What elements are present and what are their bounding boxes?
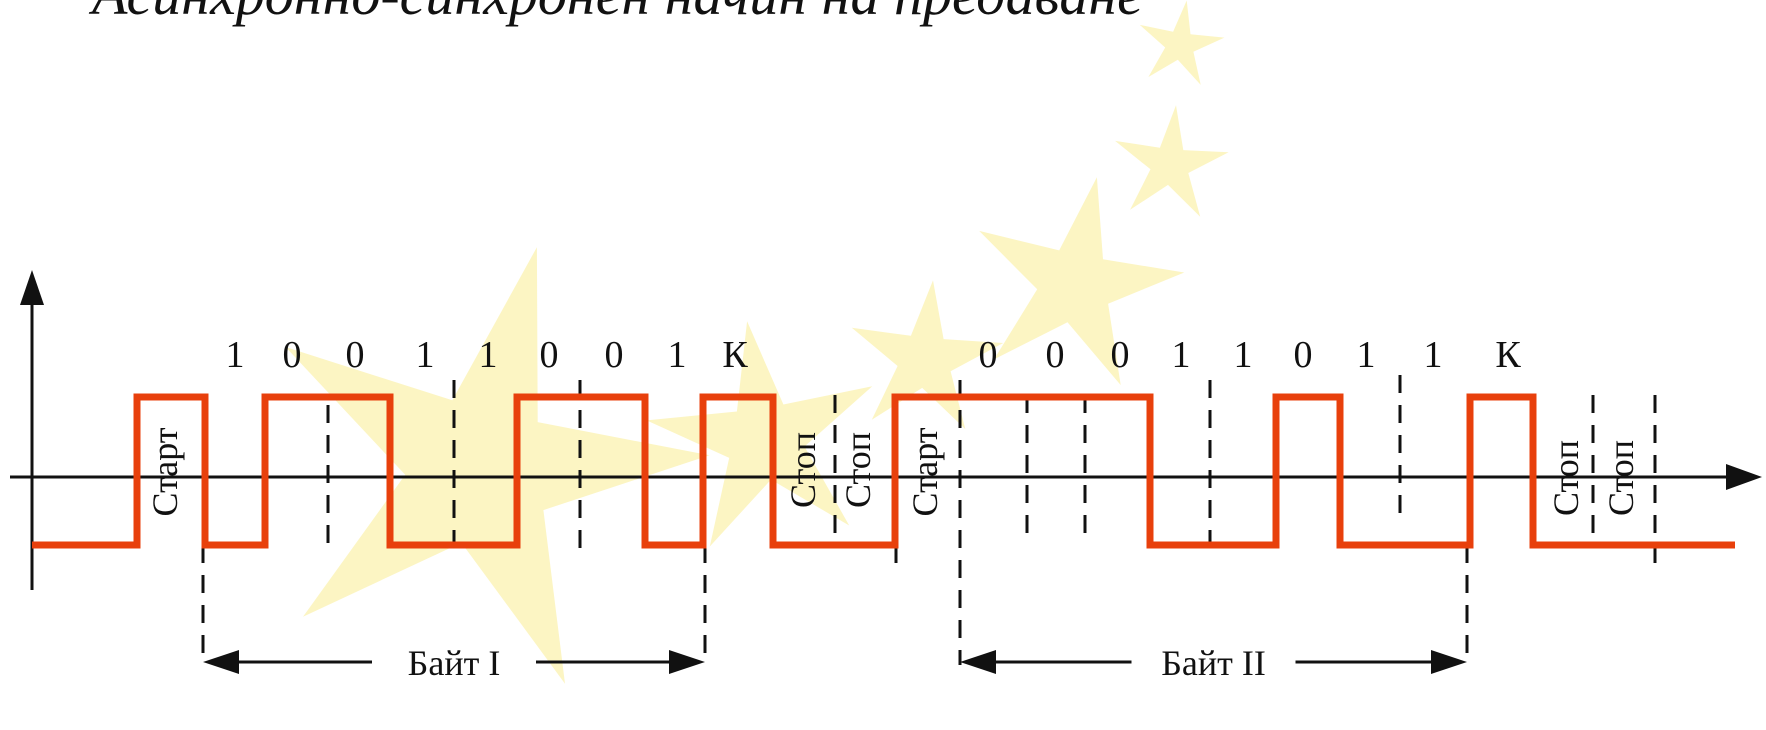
watermark-star-icon: [285, 247, 710, 684]
arrow-right-icon: [669, 650, 705, 674]
bit-label: 1: [1424, 334, 1443, 376]
start-label: Старт: [905, 427, 945, 516]
watermark-star-icon: [851, 280, 1004, 430]
signal-waveform: [32, 393, 1735, 549]
bit-label: 1: [1357, 334, 1376, 376]
stop-label: Стоп: [1546, 440, 1586, 516]
check-bit-label: К: [722, 334, 748, 376]
stop-label: Стоп: [838, 432, 878, 508]
arrow-left-icon: [960, 650, 996, 674]
bit-label: 0: [346, 334, 365, 376]
bit-label: 0: [1111, 334, 1130, 376]
watermark-star-icon: [979, 177, 1185, 386]
bit-label: 1: [668, 334, 687, 376]
bit-label: 1: [1234, 334, 1253, 376]
watermark-stars: [285, 0, 1229, 684]
byte-1-span-label: Байт I: [408, 643, 501, 683]
bit-label: 0: [605, 334, 624, 376]
bit-label: 0: [1294, 334, 1313, 376]
page-title: Асинхронно-синхронен начин на предаване: [92, 0, 1143, 24]
byte-spans: Байт I Байт II: [203, 643, 1467, 683]
y-axis-arrow-icon: [20, 270, 44, 305]
bit-label: 1: [416, 334, 435, 376]
stop-label: Стоп: [783, 432, 823, 508]
watermark-star-icon: [1139, 0, 1225, 85]
bit-label: 1: [226, 334, 245, 376]
start-label: Старт: [145, 427, 185, 516]
stop-label: Стоп: [1601, 440, 1641, 516]
check-bit-label: К: [1495, 334, 1521, 376]
arrow-left-icon: [203, 650, 239, 674]
bit-label: 1: [479, 334, 498, 376]
arrow-right-icon: [1431, 650, 1467, 674]
bit-label: 0: [979, 334, 998, 376]
watermark-star-icon: [646, 321, 873, 547]
watermark-star-icon: [1115, 105, 1229, 217]
bit-boundary-dashes: [201, 375, 1657, 665]
bit-label: 0: [540, 334, 559, 376]
bit-label: 0: [283, 334, 302, 376]
byte-2-span-label: Байт II: [1161, 643, 1266, 683]
bit-label: 1: [1172, 334, 1191, 376]
vertical-labels: Старт Стоп Стоп Старт Стоп Стоп: [145, 427, 1641, 516]
bit-label: 0: [1046, 334, 1065, 376]
x-axis-arrow-icon: [1726, 464, 1762, 490]
